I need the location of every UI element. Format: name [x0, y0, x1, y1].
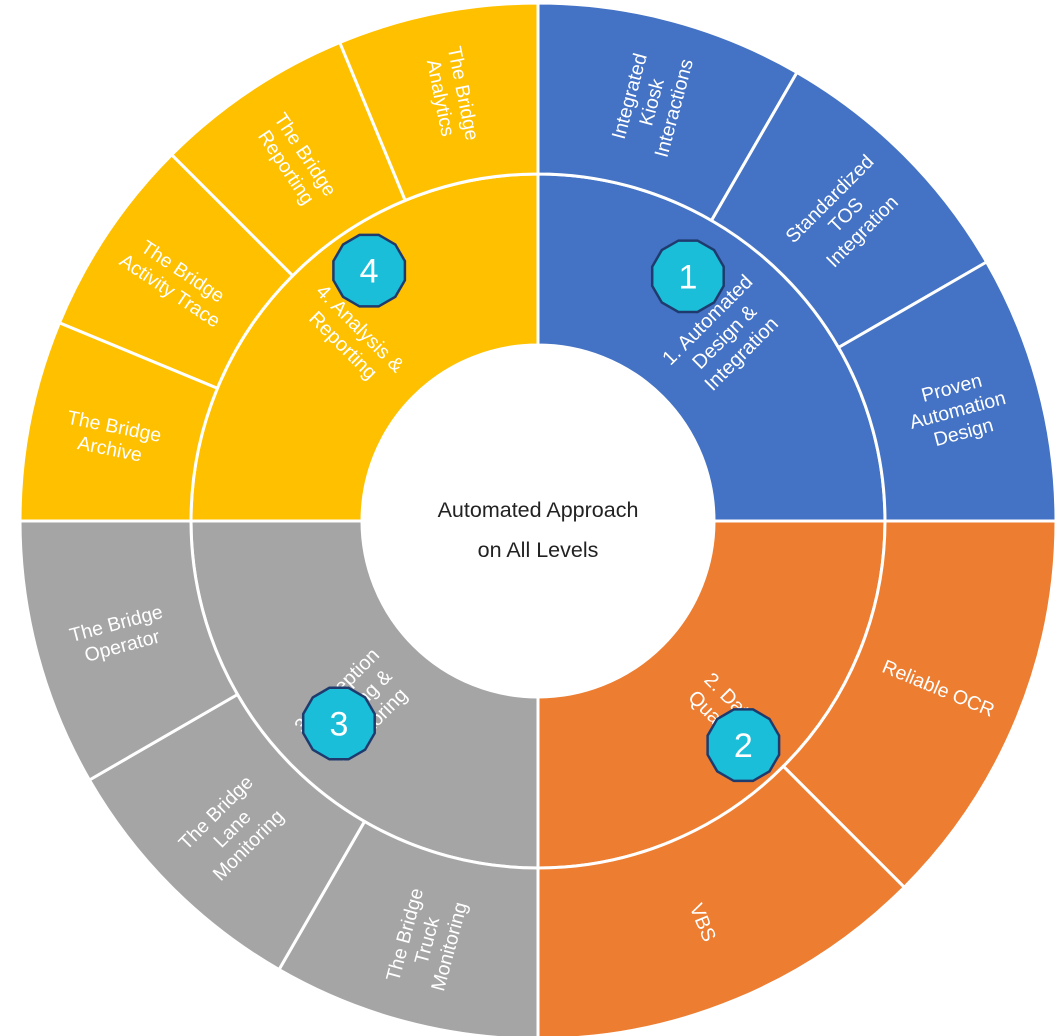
segments-layer — [18, 1, 1056, 1036]
badge-1-shape — [650, 239, 725, 314]
badge-2-number: 2 — [734, 727, 753, 765]
badge-1: 1 — [650, 239, 725, 314]
badge-1-number: 1 — [678, 258, 697, 296]
badge-4: 4 — [332, 233, 407, 308]
outer-segment-vbs — [536, 764, 907, 1036]
badge-3: 3 — [301, 686, 376, 761]
badge-3-shape — [301, 686, 376, 761]
badge-4-number: 4 — [360, 253, 379, 291]
badge-2-shape — [706, 708, 781, 783]
center-title-line-1: Automated Approach — [438, 498, 639, 522]
outer-segment-analytics — [337, 1, 540, 203]
center-title-line-2: on All Levels — [478, 538, 599, 562]
badge-4-shape — [332, 233, 407, 308]
badge-2: 2 — [706, 708, 781, 783]
badges-layer: 1 2 3 4 — [301, 233, 781, 783]
badge-3-number: 3 — [329, 706, 348, 744]
center-circle — [362, 345, 714, 697]
